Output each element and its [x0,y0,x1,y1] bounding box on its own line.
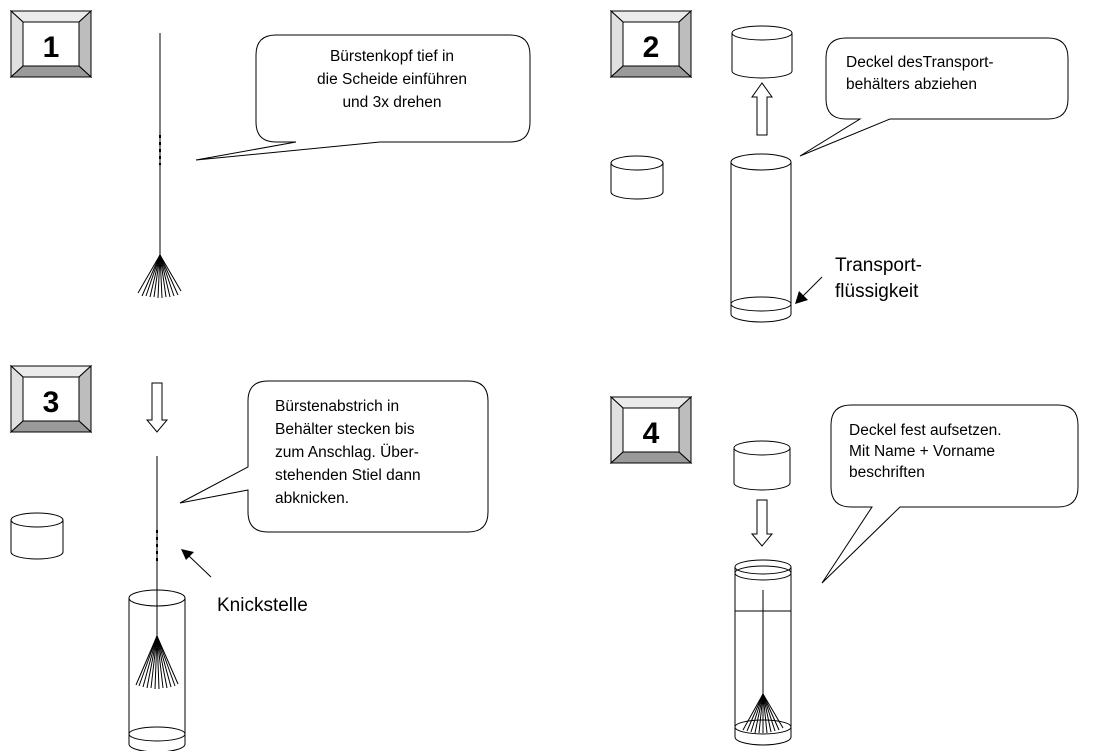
lid-illustration [731,25,793,79]
container-with-brush-illustration [128,456,186,751]
bubble-line: Behälter stecken bis [275,421,415,438]
step-number: 1 [43,31,60,64]
speech-bubble: Bürstenabstrich in Behälter stecken bis … [179,380,489,533]
speech-bubble: Deckel desTransport- behälters abziehen [799,37,1069,157]
lid-illustration [733,440,791,491]
speech-bubble: Bürstenkopf tief in die Scheide einführe… [195,34,531,161]
bubble-line: und 3x drehen [342,94,441,111]
arrow-down-icon [145,382,169,433]
speech-bubble: Deckel fest aufsetzen. Mit Name + Vornam… [821,404,1079,584]
arrow-up-icon [751,82,773,136]
step-number: 2 [643,31,660,64]
spare-lid-illustration [610,155,664,200]
bubble-line: Bürstenabstrich in [275,398,399,415]
brush-head [137,254,182,299]
brush-head [742,693,784,734]
bubble-line: beschriften [849,464,925,481]
bend-point-pointer: Knickstelle [181,549,308,616]
bubble-line: behälters abziehen [846,76,977,93]
arrow-down-icon [750,499,774,547]
bubble-line: zum Anschlag. Über- [275,443,419,461]
step-1: 1 Bürstenkopf tief in d [9,9,531,299]
brush-head [135,635,179,690]
step-number-badge: 1 [9,9,93,79]
step-number-badge: 4 [609,395,693,465]
step-number-badge: 2 [609,9,693,79]
spare-lid-illustration [10,512,64,560]
bubble-line: Mit Name + Vorname [849,443,995,460]
step-3: 3 [9,364,489,751]
closed-container-illustration [734,559,792,746]
step-number: 3 [43,386,60,419]
bubble-line: stehenden Stiel dann [275,467,421,484]
liquid-label: Transport- [835,255,922,276]
bubble-line: Deckel fest aufsetzen. [849,422,1002,439]
step-2: 2 Deckel desTransport- behälters abziehe… [609,9,1069,323]
step-number-badge: 3 [9,364,93,434]
brush-illustration [137,33,182,299]
step-number: 4 [643,417,660,450]
bend-point-label: Knickstelle [217,595,308,616]
liquid-pointer: Transport- flüssigkeit [795,255,922,304]
bubble-line: abknicken. [275,490,349,507]
bubble-line: Deckel desTransport- [846,54,994,71]
liquid-label: flüssigkeit [835,281,919,302]
bubble-line: die Scheide einführen [317,71,467,88]
step-4: 4 [609,395,1079,746]
bubble-line: Bürstenkopf tief in [330,48,454,65]
container-illustration [730,153,792,323]
